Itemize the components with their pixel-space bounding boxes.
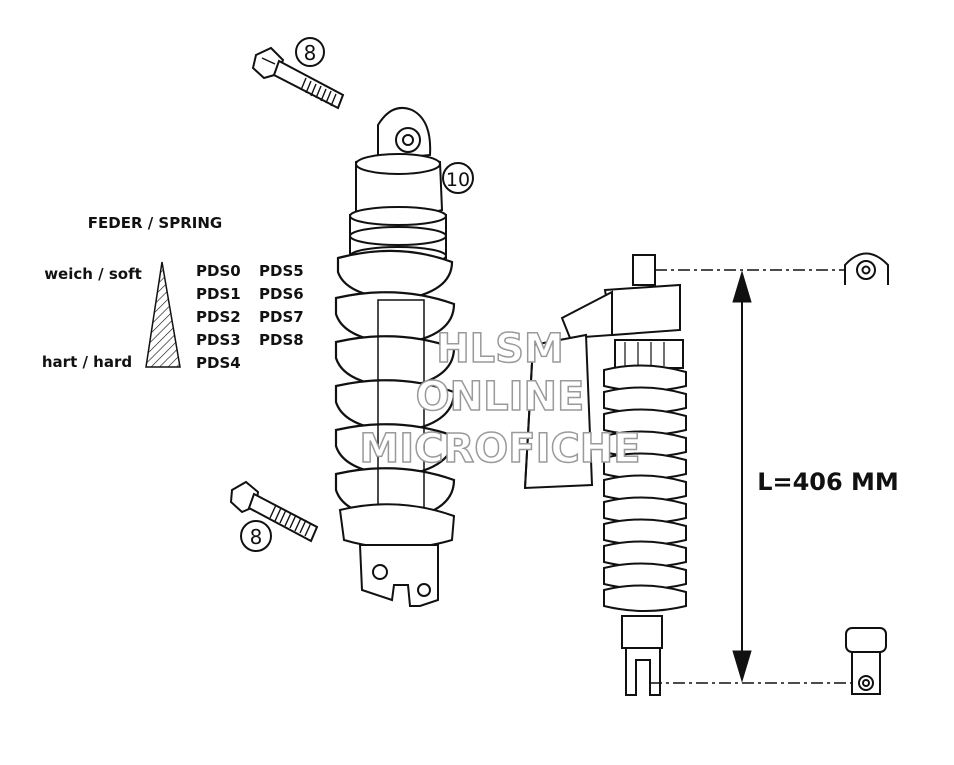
spring-code: PDS7 bbox=[259, 308, 304, 326]
legend-hard-label: hart / hard bbox=[42, 353, 132, 371]
callout-bolt-bottom-number: 8 bbox=[250, 525, 263, 549]
spring-code: PDS6 bbox=[259, 285, 304, 303]
spring-code: PDS2 bbox=[196, 308, 241, 326]
top-eye-profile bbox=[844, 252, 889, 285]
spring-code: PDS5 bbox=[259, 262, 304, 280]
watermark: HLSM ONLINE MICROFICHE bbox=[359, 325, 642, 473]
bottom-bolt bbox=[229, 480, 319, 543]
shock-side-view bbox=[523, 254, 687, 696]
callout-bolt-top-number: 8 bbox=[304, 41, 317, 65]
shock-main-body bbox=[334, 106, 456, 607]
length-dimension-label: L=406 MM bbox=[757, 468, 899, 496]
callout-bolt-bottom: 8 bbox=[240, 520, 272, 552]
spring-code: PDS4 bbox=[196, 354, 241, 372]
callout-top-mount: 10 bbox=[442, 162, 474, 194]
spring-code: PDS3 bbox=[196, 331, 241, 349]
spring-code: PDS1 bbox=[196, 285, 241, 303]
legend-soft-label: weich / soft bbox=[44, 265, 142, 283]
watermark-line-2: ONLINE bbox=[416, 374, 585, 420]
spring-code: PDS0 bbox=[196, 262, 241, 280]
top-bolt bbox=[251, 46, 345, 110]
spring-legend: FEDER / SPRING weich / soft hart / hard … bbox=[42, 214, 304, 372]
legend-title: FEDER / SPRING bbox=[88, 214, 222, 232]
dimension-arrow bbox=[732, 270, 752, 683]
watermark-line-3: MICROFICHE bbox=[359, 426, 640, 472]
callout-bolt-top: 8 bbox=[295, 37, 325, 67]
bottom-eye-profile bbox=[845, 627, 887, 695]
dimension-lines bbox=[650, 269, 855, 684]
spring-code: PDS8 bbox=[259, 331, 304, 349]
watermark-line-1: HLSM bbox=[436, 326, 564, 372]
stiffness-wedge-icon bbox=[145, 261, 181, 368]
callout-top-mount-number: 10 bbox=[446, 169, 470, 191]
